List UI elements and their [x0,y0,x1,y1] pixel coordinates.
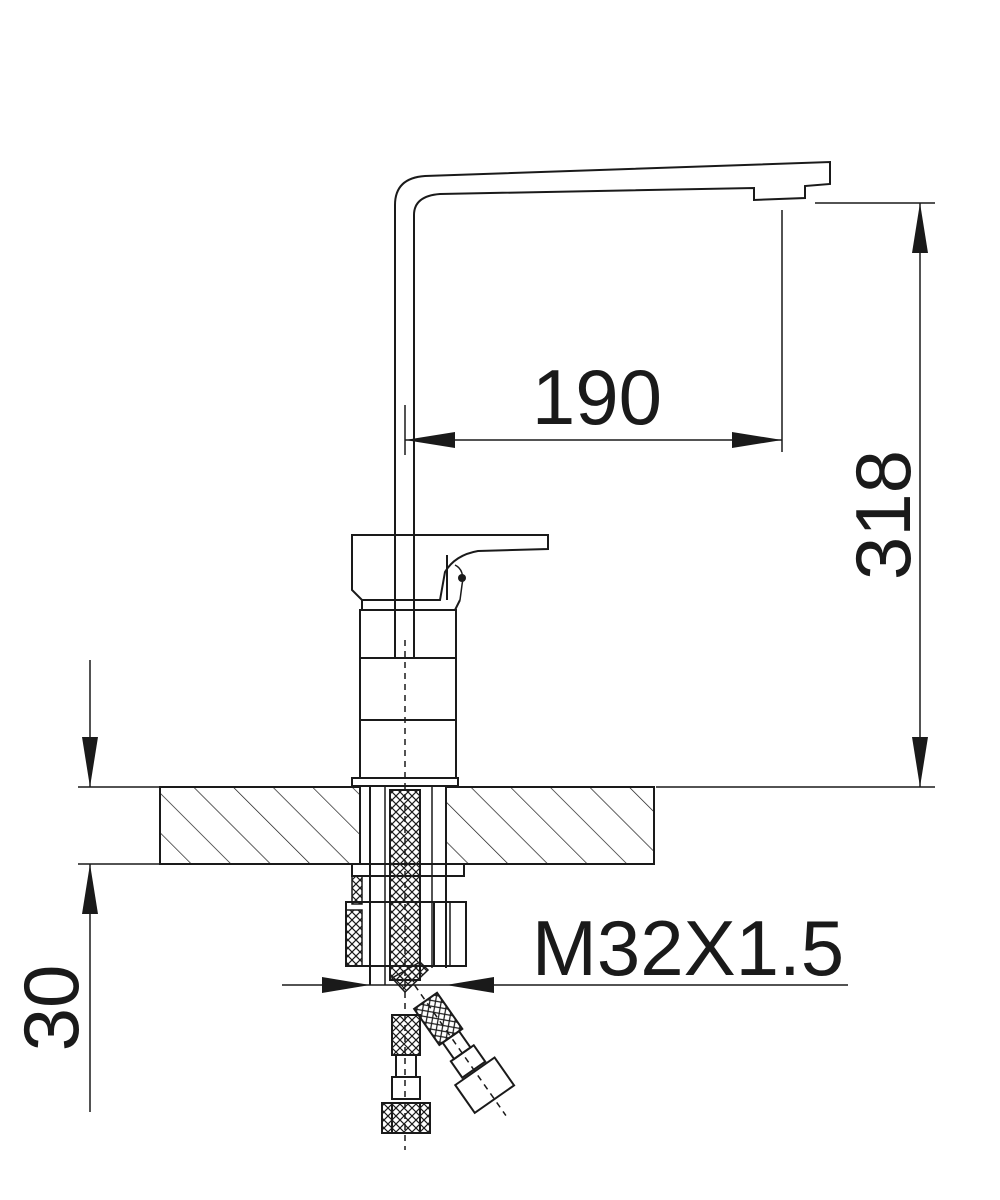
spout [394,160,831,657]
spout-reach-label: 190 [532,353,662,441]
dimension-thread: M32X1.5 [282,904,848,993]
dimension-total-height: 318 [656,202,935,788]
dimension-deck-thickness: 30 [7,660,160,1112]
lever-handle [351,534,549,611]
total-height-label: 318 [839,450,927,580]
dimension-spout-reach: 190 [404,210,783,455]
faucet-body [351,609,459,787]
thread-size-label: M32X1.5 [532,904,844,992]
countertop-section [159,786,655,865]
supply-hoses [381,640,516,1150]
deck-thickness-label: 30 [7,965,95,1052]
